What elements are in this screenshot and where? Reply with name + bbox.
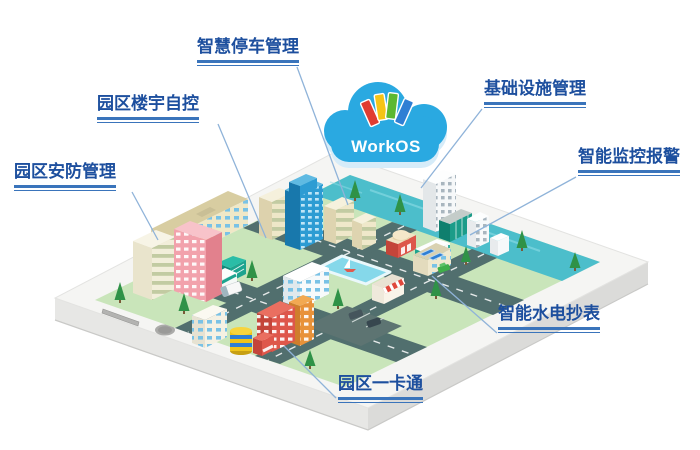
callout-label: 园区楼宇自控	[97, 94, 199, 113]
trees-back	[349, 180, 528, 251]
solar-panel-icon	[428, 252, 445, 261]
striped-awning-icon	[382, 278, 406, 294]
building-beige-tower-b	[352, 213, 376, 250]
building-pink-tower	[174, 221, 222, 302]
workos-books-logo-icon	[359, 91, 415, 128]
building-blue-skyscraper	[285, 174, 323, 250]
callout-underline	[14, 185, 116, 191]
workos-cloud: WorkOS	[324, 82, 447, 168]
callout-label: 基础设施管理	[484, 79, 586, 98]
building-meter-factory	[413, 243, 451, 276]
building-striped-cylinder	[230, 327, 252, 355]
building-shop-awning	[372, 274, 406, 304]
leader-line-building-automation	[217, 123, 267, 239]
buildings	[133, 170, 509, 356]
callout-label: 园区安防管理	[14, 162, 116, 181]
callout-label: 智能监控报警	[578, 147, 680, 166]
building-white-blue-low	[192, 305, 227, 348]
building-small-white-b	[490, 233, 509, 256]
leader-line-park-security	[131, 191, 159, 241]
callout-building-automation: 园区楼宇自控	[92, 94, 204, 123]
callout-one-card: 园区一卡通	[333, 374, 428, 403]
building-teal-container	[439, 209, 472, 242]
car-icon	[437, 262, 451, 273]
building-white-office	[283, 262, 329, 308]
building-beige-tower-a	[324, 197, 354, 244]
leader-line-one-card	[283, 345, 337, 399]
callout-underline	[338, 397, 423, 403]
trees-front	[114, 246, 581, 369]
building-dome-theater	[386, 230, 416, 258]
callout-label: 智慧停车管理	[197, 37, 299, 56]
leader-line-utility-metering	[431, 275, 498, 334]
home-button-icon	[155, 324, 175, 336]
callout-underline	[97, 117, 199, 123]
callout-underline	[197, 60, 299, 66]
car-icon	[348, 309, 364, 320]
solar-panel-icon	[419, 248, 436, 257]
callout-underline	[484, 102, 586, 108]
leader-line-smart-parking	[296, 66, 349, 206]
workos-logo-text: WorkOS	[351, 137, 421, 156]
leader-lines	[131, 66, 577, 399]
car-icon	[366, 317, 382, 328]
callout-infrastructure: 基础设施管理	[479, 79, 591, 108]
callout-label: 智能水电抄表	[498, 304, 600, 323]
callout-monitoring-alarm: 智能监控报警	[573, 147, 685, 176]
leader-line-infrastructure	[420, 108, 483, 189]
callout-smart-parking: 智慧停车管理	[192, 37, 304, 66]
building-red-small	[253, 332, 274, 356]
callout-label: 园区一卡通	[338, 374, 423, 393]
swimming-pool	[316, 254, 392, 286]
building-cream-tower	[133, 230, 175, 300]
callout-underline	[498, 327, 600, 333]
callout-park-security: 园区安防管理	[9, 162, 121, 191]
callout-utility-metering: 智能水电抄表	[493, 304, 605, 333]
callout-underline	[578, 170, 680, 176]
speaker-slot-icon	[101, 308, 140, 327]
leader-line-monitoring-alarm	[469, 176, 577, 236]
van-icon	[220, 281, 243, 297]
vehicles	[220, 262, 451, 328]
sailboat-icon	[344, 258, 356, 272]
